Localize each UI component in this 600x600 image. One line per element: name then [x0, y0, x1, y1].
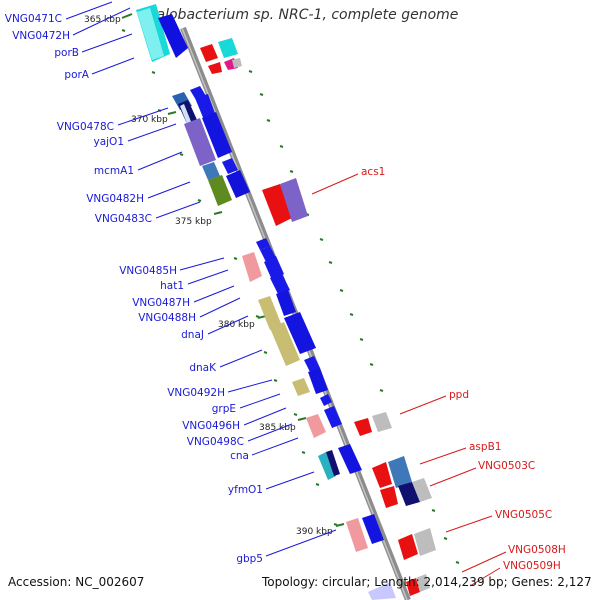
kbp-ticks: 365 kbp 370 kbp 375 kbp 380 kbp 385 kbp … — [84, 13, 345, 537]
gene-label[interactable]: hat1 — [160, 280, 184, 292]
gene-feature — [218, 38, 238, 58]
gene-label[interactable]: VNG0492H — [167, 387, 225, 399]
left-dashed-track — [121, 29, 338, 526]
kbp-tick-mark — [213, 211, 223, 215]
gene-label[interactable]: VNG0498C — [187, 436, 244, 448]
gene-feature — [258, 296, 282, 330]
gene-feature — [242, 252, 262, 282]
gene-feature — [226, 170, 250, 198]
gene-feature — [412, 478, 432, 502]
gene-label[interactable]: porB — [54, 47, 79, 59]
right-connectors — [311, 173, 507, 587]
gene-label[interactable]: cna — [230, 450, 249, 462]
gene-label[interactable]: VNG0488H — [138, 312, 196, 324]
gene-feature — [270, 274, 290, 294]
gene-label[interactable]: VNG0508H — [508, 544, 566, 556]
gene-feature — [202, 162, 220, 180]
gene-label[interactable]: mcmA1 — [94, 165, 134, 177]
kbp-tick-mark — [335, 523, 345, 527]
gene-label[interactable]: VNG0496H — [182, 420, 240, 432]
gene-label[interactable]: VNG0478C — [57, 121, 114, 133]
gene-feature — [270, 322, 300, 366]
gene-feature — [292, 378, 310, 396]
right-gene-track — [200, 38, 436, 596]
gene-label[interactable]: VNG0509H — [503, 560, 561, 572]
gene-feature — [208, 62, 222, 74]
gene-feature — [338, 444, 362, 474]
kbp-tick-label: 385 kbp — [259, 423, 296, 433]
gene-label[interactable]: grpE — [212, 403, 236, 415]
gene-feature — [380, 486, 398, 508]
gene-feature — [362, 514, 384, 544]
gene-label[interactable]: VNG0472H — [12, 30, 70, 42]
gene-label[interactable]: yajO1 — [93, 136, 124, 148]
gene-feature — [324, 406, 342, 428]
gene-feature — [414, 528, 436, 556]
gene-feature — [202, 112, 232, 158]
gene-feature — [195, 94, 216, 120]
left-connectors — [65, 1, 337, 557]
gene-feature — [232, 58, 242, 68]
gene-label[interactable]: VNG0483C — [95, 213, 152, 225]
gene-label[interactable]: gbp5 — [236, 553, 263, 565]
gene-feature — [222, 158, 238, 174]
accession-label: Accession: NC_002607 — [8, 575, 145, 589]
left-gene-track — [136, 4, 396, 600]
gene-feature — [280, 178, 308, 222]
gene-label[interactable]: yfmO1 — [228, 484, 263, 496]
genome-summary-label: Topology: circular; Length: 2,014,239 bp… — [262, 575, 592, 589]
gene-feature — [304, 356, 320, 372]
gene-feature — [306, 414, 326, 438]
kbp-tick-label: 390 kbp — [296, 527, 333, 537]
gene-label[interactable]: VNG0471C — [5, 13, 62, 25]
gene-feature — [158, 14, 188, 58]
gene-feature — [372, 462, 392, 488]
gene-feature — [137, 8, 164, 60]
gene-label[interactable]: VNG0487H — [132, 297, 190, 309]
gene-feature — [200, 44, 218, 62]
kbp-tick-mark — [297, 417, 307, 421]
gene-feature — [320, 394, 332, 406]
gene-label[interactable]: dnaJ — [181, 329, 204, 341]
gene-label[interactable]: porA — [64, 69, 89, 81]
kbp-tick-label: 380 kbp — [218, 320, 255, 330]
gene-feature — [318, 452, 336, 480]
left-gene-labels: VNG0471C VNG0472H porB porA VNG0478C yaj… — [5, 13, 263, 565]
gene-feature — [346, 518, 368, 552]
gene-feature — [256, 238, 270, 250]
gene-feature — [398, 482, 420, 506]
kbp-tick-mark — [121, 13, 133, 19]
right-gene-labels: acs1 ppd aspB1 VNG0503C VNG0505C VNG0508… — [361, 166, 566, 572]
gene-feature — [276, 290, 296, 316]
gene-label[interactable]: aspB1 — [469, 441, 501, 453]
gene-feature — [416, 574, 430, 592]
gene-feature — [406, 578, 420, 596]
gene-feature — [208, 175, 232, 206]
gene-feature — [398, 534, 418, 560]
kbp-tick-mark — [167, 111, 177, 115]
gene-feature — [368, 582, 396, 600]
gene-label[interactable]: ppd — [449, 389, 469, 401]
gene-feature — [180, 104, 192, 126]
gene-label[interactable]: dnaK — [189, 362, 217, 374]
gene-label[interactable]: acs1 — [361, 166, 385, 178]
gene-feature — [284, 312, 316, 354]
gene-feature — [354, 418, 372, 436]
gene-feature — [372, 412, 392, 432]
gene-label[interactable]: VNG0482H — [86, 193, 144, 205]
kbp-tick-label: 375 kbp — [175, 217, 212, 227]
gene-label[interactable]: VNG0485H — [119, 265, 177, 277]
kbp-tick-label: 365 kbp — [84, 15, 121, 25]
gene-feature — [326, 450, 340, 476]
map-title: Halobacterium sp. NRC-1, complete genome — [146, 7, 459, 23]
gene-feature — [308, 368, 328, 394]
gene-feature — [262, 184, 292, 226]
gene-label[interactable]: VNG0503C — [478, 460, 535, 472]
gene-label[interactable]: VNG0505C — [495, 509, 552, 521]
gene-feature — [388, 456, 412, 488]
kbp-tick-label: 370 kbp — [131, 115, 168, 125]
gene-feature — [264, 256, 284, 280]
gene-feature — [184, 118, 216, 166]
